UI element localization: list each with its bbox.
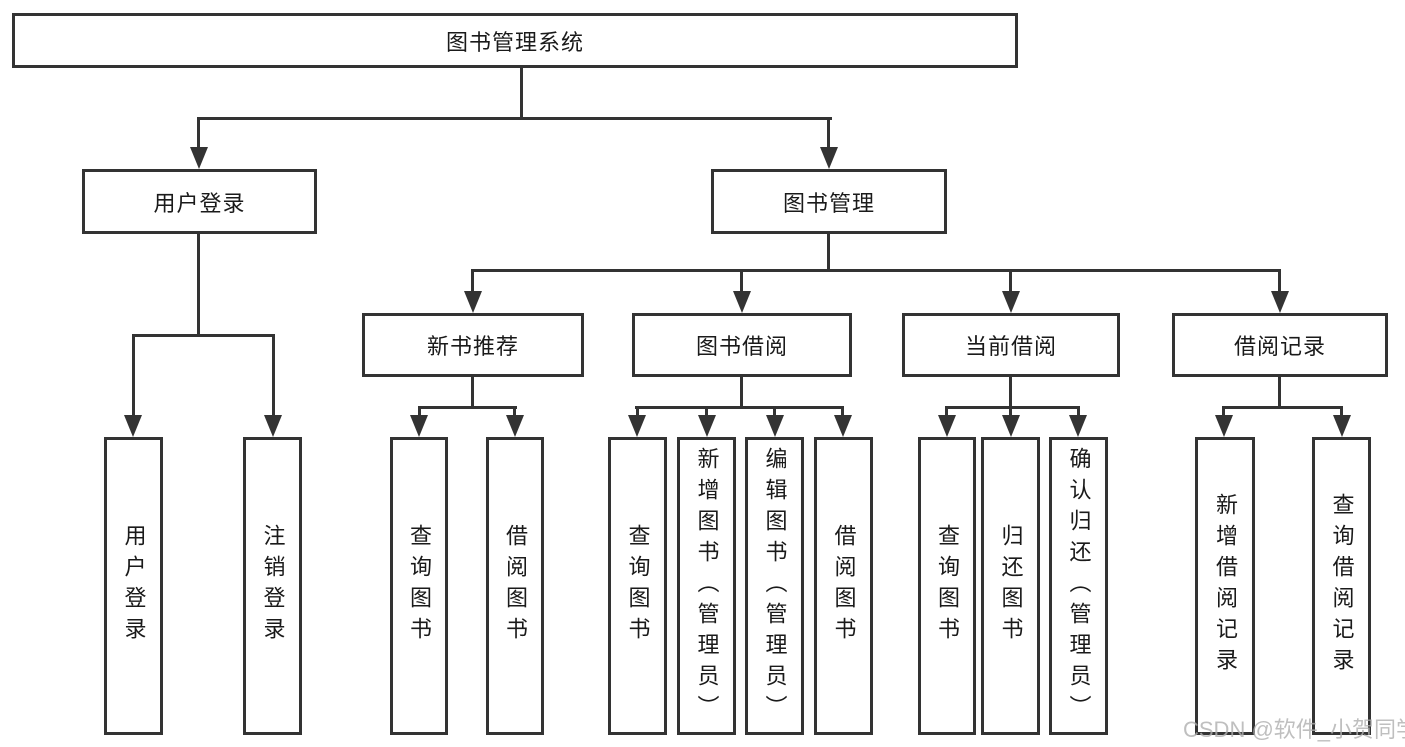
arrow-down-icon (264, 415, 282, 437)
connector-to-book-borrowing (740, 269, 743, 295)
connector-current-borrowing-stem (1009, 375, 1012, 409)
connector-current-borrowing-branch (945, 406, 1080, 409)
connector-leaf (1340, 406, 1343, 419)
connector-leaf (773, 406, 776, 419)
connector-to-login (132, 334, 135, 418)
arrow-down-icon (1215, 415, 1233, 437)
connector-new-book-recommend-branch (418, 406, 517, 409)
connector-to-book-management (827, 117, 830, 151)
connector-borrowing-records-branch (1222, 406, 1343, 409)
connector-leaf (1222, 406, 1225, 419)
connector-level2-branch (471, 269, 1281, 272)
node-br-query-record: 查询借阅记录 (1312, 437, 1371, 735)
node-library-management-system: 图书管理系统 (12, 13, 1018, 68)
arrow-down-icon (506, 415, 524, 437)
connector-to-user-login (197, 117, 200, 151)
arrow-down-icon (464, 291, 482, 313)
node-new-book-recommend: 新书推荐 (362, 313, 584, 377)
arrow-down-icon (124, 415, 142, 437)
node-bb-borrow-books: 借阅图书 (814, 437, 873, 735)
connector-borrowing-records-stem (1278, 375, 1281, 409)
connector-leaf (705, 406, 708, 419)
node-book-borrowing: 图书借阅 (632, 313, 852, 377)
connector-leaf (1077, 406, 1080, 419)
arrow-down-icon (834, 415, 852, 437)
arrow-down-icon (733, 291, 751, 313)
connector-book-borrowing-branch (635, 406, 844, 409)
node-book-management: 图书管理 (711, 169, 947, 234)
watermark: CSDN @软件_小贺同学 (1183, 717, 1405, 742)
connector-level1-branch (197, 117, 832, 120)
connector-user-login-branch (132, 334, 275, 337)
node-logout: 注销登录 (243, 437, 302, 735)
connector-to-new-book-recommend (471, 269, 474, 295)
arrow-down-icon (1333, 415, 1351, 437)
node-current-borrowing: 当前借阅 (902, 313, 1120, 377)
arrow-down-icon (766, 415, 784, 437)
connector-new-book-recommend-stem (471, 375, 474, 409)
node-user-login: 用户登录 (82, 169, 317, 234)
arrow-down-icon (820, 147, 838, 169)
connector-to-current-borrowing (1009, 269, 1012, 295)
arrow-down-icon (698, 415, 716, 437)
node-bb-edit-books-admin: 编辑图书（管理员） (745, 437, 804, 735)
arrow-down-icon (628, 415, 646, 437)
connector-to-logout (272, 334, 275, 418)
node-login: 用户登录 (104, 437, 163, 735)
node-cb-confirm-return-admin: 确认归还（管理员） (1049, 437, 1108, 735)
connector-to-borrowing-records (1278, 269, 1281, 295)
connector-leaf (1009, 406, 1012, 419)
node-br-add-record: 新增借阅记录 (1195, 437, 1255, 735)
arrow-down-icon (938, 415, 956, 437)
connector-leaf (945, 406, 948, 419)
connector-leaf (636, 406, 639, 419)
node-cb-return-books: 归还图书 (981, 437, 1040, 735)
arrow-down-icon (190, 147, 208, 169)
connector-leaf (418, 406, 421, 419)
node-borrowing-records: 借阅记录 (1172, 313, 1388, 377)
arrow-down-icon (1271, 291, 1289, 313)
connector-book-management-stem (827, 233, 830, 271)
connector-leaf (841, 406, 844, 419)
node-bb-add-books-admin: 新增图书（管理员） (677, 437, 736, 735)
node-nbr-query-books: 查询图书 (390, 437, 448, 735)
arrow-down-icon (1002, 415, 1020, 437)
connector-leaf (513, 406, 516, 419)
connector-user-login-stem (197, 231, 200, 336)
arrow-down-icon (1002, 291, 1020, 313)
arrow-down-icon (1069, 415, 1087, 437)
connector-root-stem (520, 66, 523, 119)
node-cb-query-books: 查询图书 (918, 437, 976, 735)
node-bb-query-books: 查询图书 (608, 437, 667, 735)
connector-book-borrowing-stem (740, 375, 743, 409)
arrow-down-icon (410, 415, 428, 437)
node-nbr-borrow-books: 借阅图书 (486, 437, 544, 735)
